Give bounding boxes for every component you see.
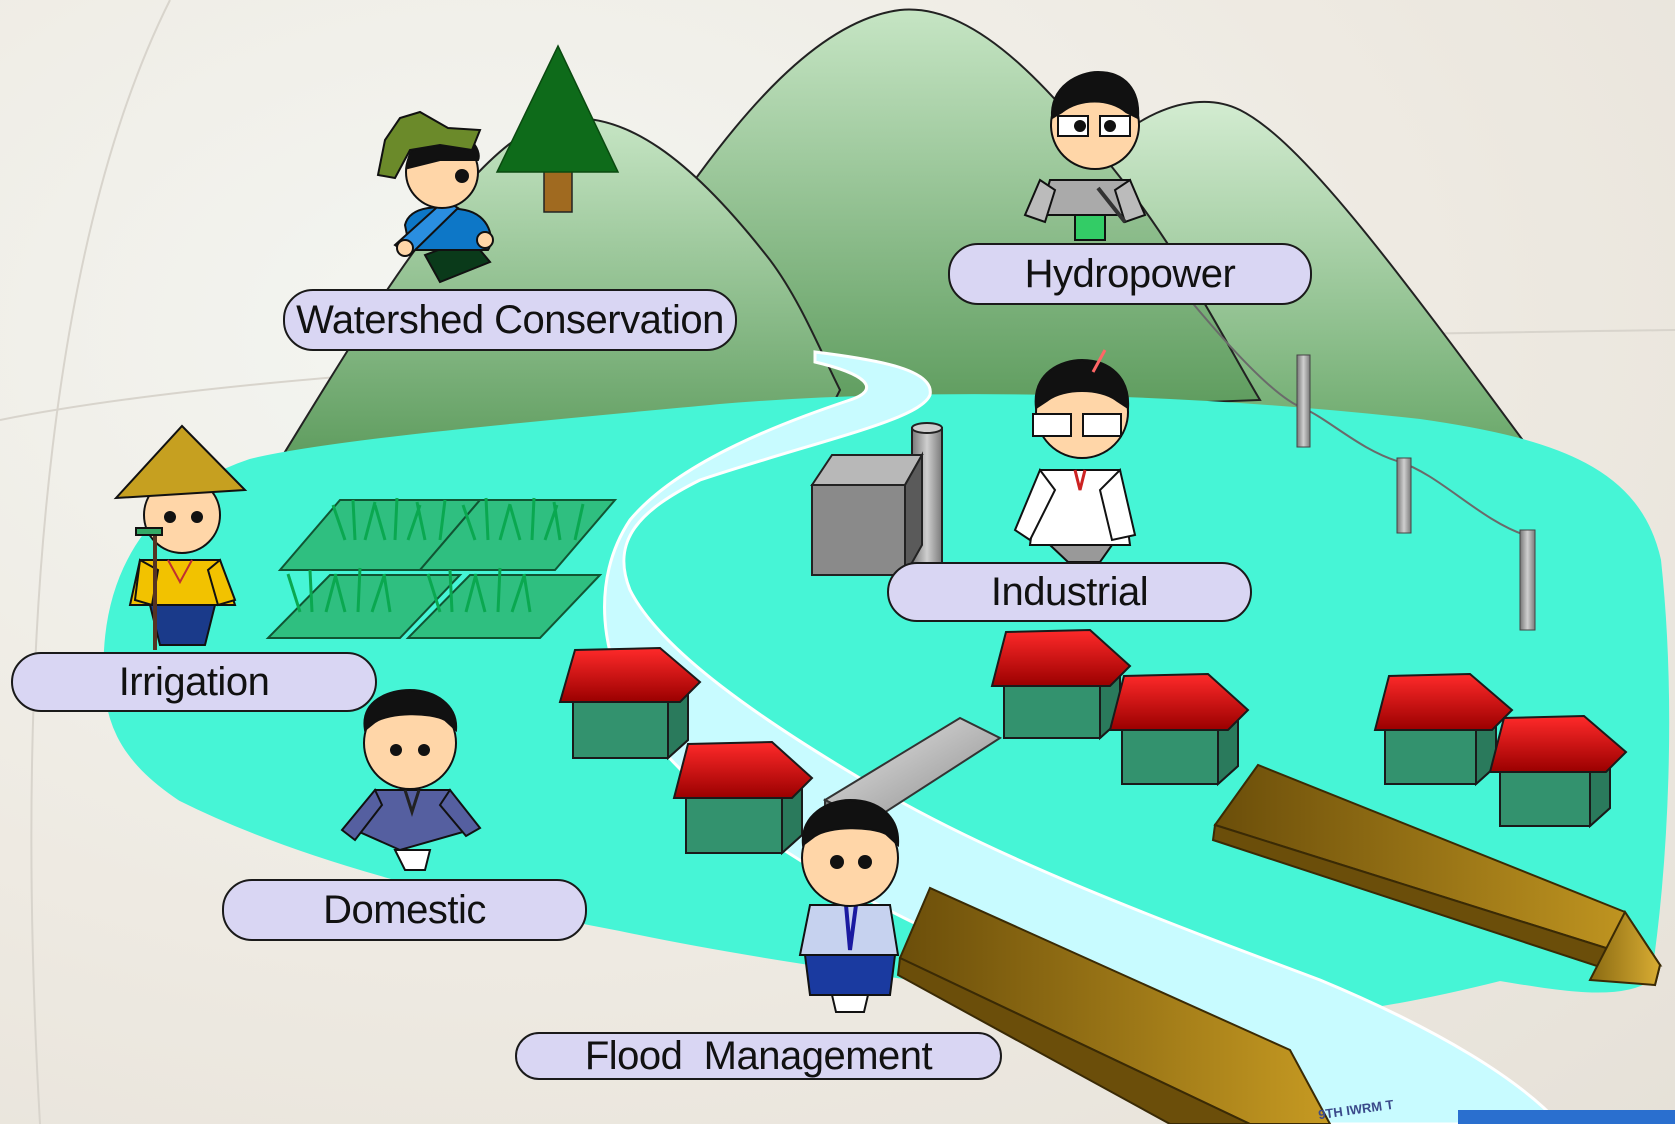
house [990, 628, 1132, 741]
hydropower-engineer-character [1023, 70, 1147, 241]
industrial-scientist-character [1013, 349, 1137, 563]
house [1488, 714, 1628, 829]
house [1373, 672, 1514, 787]
forester-character [376, 110, 494, 284]
hydropower-label: Hydropower [948, 243, 1312, 305]
farmer-character [113, 424, 248, 650]
paddy-3 [265, 574, 463, 639]
irrigation-label: Irrigation [11, 652, 377, 712]
pine-tree [495, 44, 620, 213]
levees [896, 763, 1663, 1124]
rice-paddies [265, 497, 618, 639]
house [1108, 672, 1250, 787]
houses [558, 628, 1628, 856]
house [672, 740, 814, 856]
levee-left [896, 886, 1332, 1124]
domestic-label: Domestic [222, 879, 587, 941]
factory [810, 422, 943, 579]
domestic-person-character [340, 688, 482, 871]
flood-manager-character [798, 798, 900, 1013]
levee-right [1211, 763, 1663, 987]
watershed-conservation-label: Watershed Conservation [283, 289, 737, 351]
rice-plants [286, 497, 585, 613]
logo-bar [1458, 1110, 1675, 1124]
house [558, 646, 702, 761]
paddy-4 [405, 574, 603, 639]
flood-management-label: Flood Management [515, 1032, 1002, 1080]
industrial-label: Industrial [887, 562, 1252, 622]
power-lines [1189, 299, 1536, 631]
mountain-center [658, 8, 1262, 422]
